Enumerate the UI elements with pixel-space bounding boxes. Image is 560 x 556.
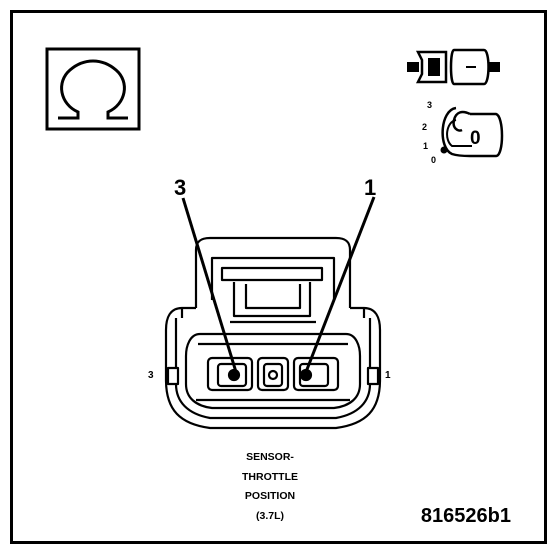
selector-dial-icon: 0 3 2 1 0 bbox=[422, 100, 504, 165]
dial-mark: 3 bbox=[427, 100, 432, 110]
caption-line: (3.7L) bbox=[256, 510, 284, 522]
leader-line-terminal-3 bbox=[181, 197, 238, 373]
leader-line-terminal-1 bbox=[304, 196, 376, 373]
frame-border bbox=[10, 10, 547, 544]
callout-terminal-1: 1 bbox=[364, 175, 376, 200]
dial-mark: 1 bbox=[423, 141, 428, 151]
figure-id: 816526b1 bbox=[421, 505, 511, 527]
caption-line: SENSOR- bbox=[246, 451, 294, 463]
dial-mark: 0 bbox=[431, 155, 436, 165]
dial-pointer-dot bbox=[440, 146, 448, 154]
callout-leaders bbox=[181, 196, 376, 373]
connector-body bbox=[164, 236, 382, 430]
side-label-terminal-3: 3 bbox=[148, 370, 154, 381]
dial-selected-value: 0 bbox=[470, 128, 481, 149]
ohmmeter-symbol bbox=[45, 47, 141, 131]
dial-mark: 2 bbox=[422, 122, 427, 132]
caption-line: POSITION bbox=[245, 490, 295, 502]
callout-terminal-3: 3 bbox=[174, 175, 186, 200]
connector-icon bbox=[407, 48, 500, 86]
caption-line: THROTTLE bbox=[242, 471, 298, 483]
side-label-terminal-1: 1 bbox=[385, 370, 391, 381]
